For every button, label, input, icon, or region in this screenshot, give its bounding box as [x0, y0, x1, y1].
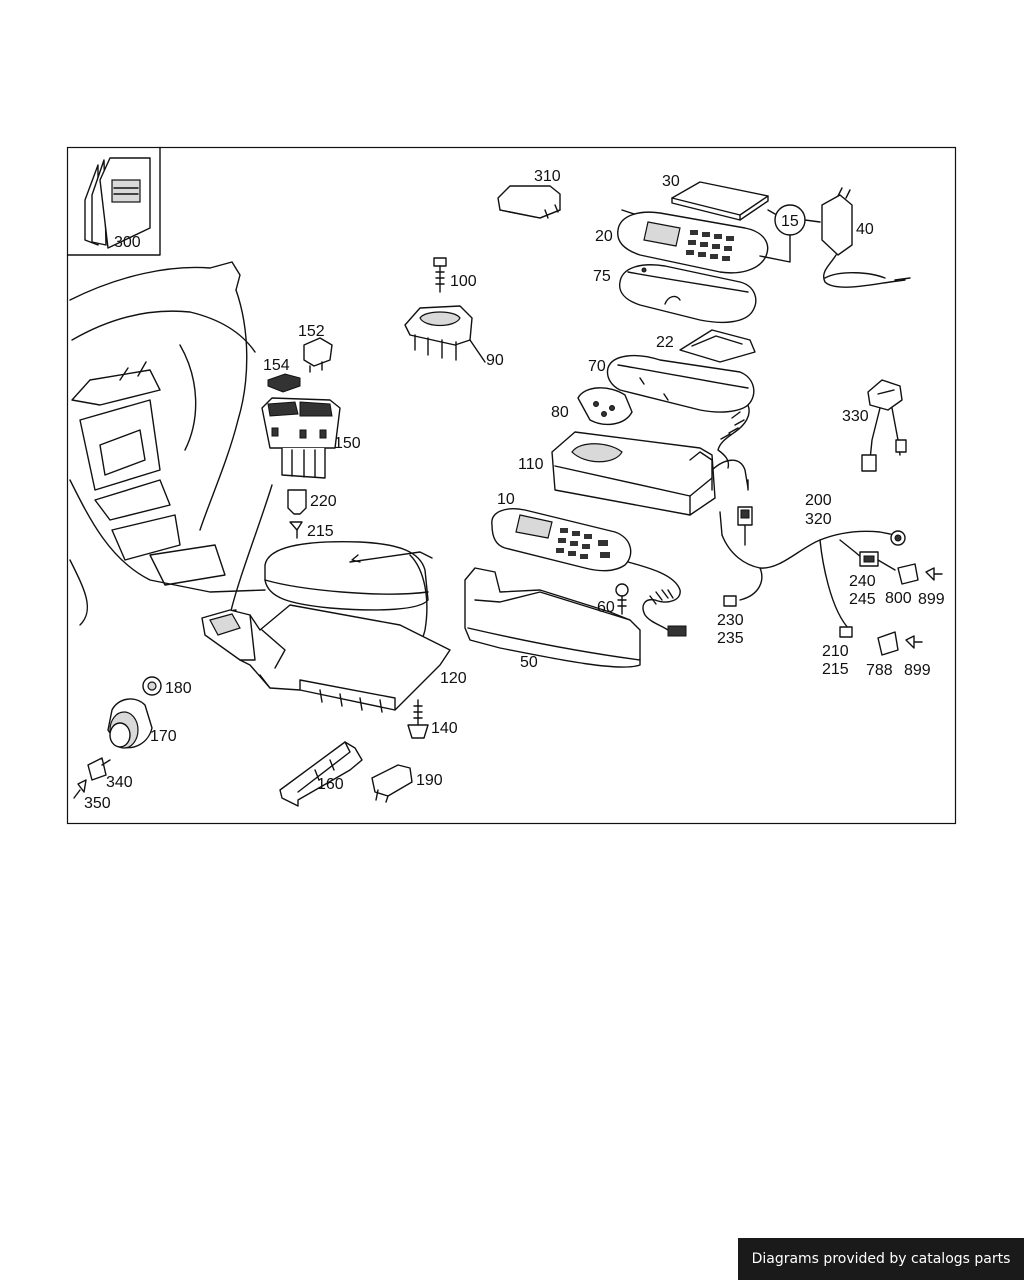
part-899-pin-a — [925, 567, 943, 581]
part-110-base — [551, 431, 749, 516]
label-22: 22 — [656, 334, 674, 351]
part-120-console-tray — [201, 604, 451, 713]
part-190-clip — [371, 764, 413, 803]
part-60-screw — [615, 583, 629, 615]
part-150-switch — [261, 397, 341, 479]
part-140-fastener — [407, 699, 429, 739]
part-300-manual — [84, 157, 151, 249]
label-110: 110 — [518, 456, 544, 473]
label-300: 300 — [114, 234, 141, 251]
part-15-callout — [759, 204, 821, 263]
label-200: 200 — [805, 492, 832, 509]
label-190: 190 — [416, 772, 443, 789]
label-120: 120 — [440, 670, 467, 687]
label-152: 152 — [298, 323, 325, 340]
label-350: 350 — [84, 795, 111, 812]
label-340: 340 — [106, 774, 133, 791]
part-170-speaker — [107, 698, 153, 749]
label-80: 80 — [551, 404, 569, 421]
label-320: 320 — [805, 511, 832, 528]
part-340-connector — [87, 757, 111, 781]
label-220: 220 — [310, 493, 337, 510]
label-70: 70 — [588, 358, 606, 375]
label-245: 245 — [849, 591, 876, 608]
diagram-frame — [66, 146, 957, 825]
part-75-cradle — [618, 264, 757, 324]
part-10-handset — [491, 508, 687, 637]
label-150: 150 — [334, 435, 361, 452]
part-50-tray — [464, 567, 641, 668]
label-230: 230 — [717, 612, 744, 629]
label-160: 160 — [317, 776, 344, 793]
part-80-adapter — [577, 387, 633, 426]
label-30: 30 — [662, 173, 680, 190]
assembly-arrow — [229, 484, 273, 616]
label-40: 40 — [856, 221, 874, 238]
label-15: 15 — [781, 213, 799, 230]
part-30-battery — [671, 181, 769, 221]
callout-labels: 300 310 30 20 15 40 100 90 75 152 154 15… — [84, 168, 945, 812]
part-90-mount — [404, 305, 486, 363]
part-154-cap — [267, 373, 301, 393]
label-215-a: 215 — [307, 523, 334, 540]
part-330-sensor — [861, 379, 907, 472]
part-22-lid — [679, 329, 756, 363]
label-899-b: 899 — [904, 662, 931, 679]
label-330: 330 — [842, 408, 869, 425]
label-800: 800 — [885, 590, 912, 607]
label-20: 20 — [595, 228, 613, 245]
label-235: 235 — [717, 630, 744, 647]
label-50: 50 — [520, 654, 538, 671]
label-75: 75 — [593, 268, 611, 285]
part-899-pin-b — [905, 635, 923, 649]
part-800-connector — [897, 563, 919, 585]
part-215-plug — [289, 521, 303, 539]
label-210: 210 — [822, 643, 849, 660]
part-160-bracket — [279, 741, 363, 807]
part-180-grommet — [142, 676, 162, 696]
label-788: 788 — [866, 662, 893, 679]
part-220-connector — [287, 489, 307, 515]
part-152-cap — [303, 337, 333, 373]
manual-box-border — [66, 146, 161, 256]
part-100-screw — [433, 257, 447, 293]
label-140: 140 — [431, 720, 458, 737]
label-60: 60 — [597, 599, 615, 616]
part-310-cover — [497, 185, 561, 219]
label-899-a: 899 — [918, 591, 945, 608]
car-interior — [69, 261, 433, 661]
part-200-cable-harness — [719, 506, 906, 638]
credit-banner: Diagrams provided by catalogs parts — [738, 1238, 1024, 1280]
label-100: 100 — [450, 273, 477, 290]
part-788-connector — [877, 631, 899, 656]
label-310: 310 — [534, 168, 561, 185]
label-180: 180 — [165, 680, 192, 697]
label-170: 170 — [150, 728, 177, 745]
part-20-phone — [617, 209, 769, 274]
label-154: 154 — [263, 357, 290, 374]
label-240: 240 — [849, 573, 876, 590]
label-90: 90 — [486, 352, 504, 369]
part-40-charger — [821, 187, 911, 288]
label-215-b: 215 — [822, 661, 849, 678]
part-70-holder — [606, 354, 755, 469]
label-10: 10 — [497, 491, 515, 508]
part-350-pin — [73, 779, 87, 799]
